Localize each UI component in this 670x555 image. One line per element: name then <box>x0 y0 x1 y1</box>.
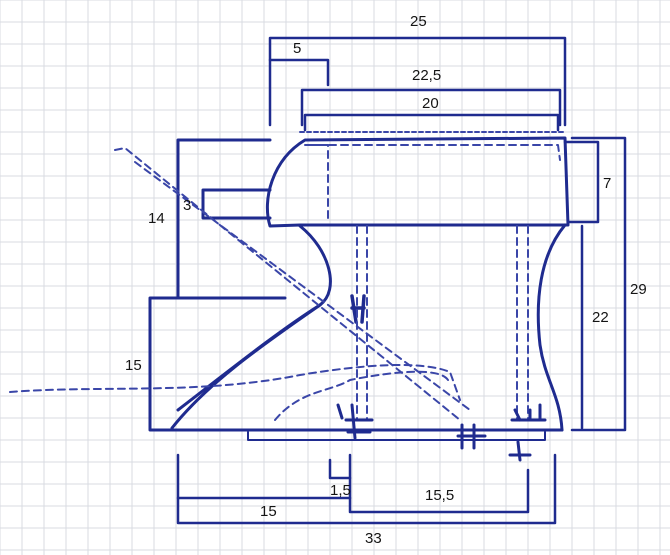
label-right-upper: 7 <box>603 175 611 192</box>
hidden-lines <box>9 131 566 421</box>
label-top-width: 25 <box>410 13 427 30</box>
tilted-arm-dash <box>114 147 471 421</box>
clamp-left <box>336 403 374 440</box>
label-arm-offset: 14 <box>148 210 165 227</box>
label-mid-width: 22,5 <box>412 67 441 84</box>
column-right-dash <box>516 225 529 421</box>
label-base-small: 1,5 <box>330 482 351 499</box>
dim-top-25 <box>268 36 567 127</box>
label-base-total: 33 <box>365 530 382 547</box>
column-left-dash <box>356 225 368 421</box>
label-right-lower: 22 <box>592 309 609 326</box>
clamp-right <box>508 403 547 462</box>
lower-sweep-dash <box>9 364 461 401</box>
top-inner-dash <box>304 144 561 223</box>
front-curve-inner <box>176 303 322 412</box>
dim-base-33 <box>176 453 557 525</box>
label-top-step: 5 <box>293 40 301 57</box>
arm-bracket <box>201 188 272 220</box>
label-right-total: 29 <box>630 281 647 298</box>
label-left-height: 15 <box>125 357 142 374</box>
left-frame <box>176 138 287 300</box>
inner-ramp-dash <box>274 370 449 421</box>
dimension-labels: 25 5 22,5 20 3 14 7 22 29 15 1,5 15,5 15… <box>125 13 647 547</box>
dim-inner-20 <box>303 113 560 132</box>
label-arm-inset: 3 <box>183 197 191 214</box>
clamp-mark <box>350 294 366 324</box>
dimension-lines <box>176 36 627 525</box>
dim-base-15-5 <box>348 453 530 514</box>
dim-right-7 <box>563 140 600 224</box>
dim-right-29 <box>570 136 627 432</box>
label-inner-width: 20 <box>422 95 439 112</box>
right-contour <box>536 223 567 432</box>
dim-base-1-5 <box>328 458 352 480</box>
base-rail <box>247 403 547 462</box>
part-outline <box>148 136 570 432</box>
label-base-mid: 15,5 <box>425 487 454 504</box>
dim-mid-22-5 <box>300 88 562 127</box>
dim-top-5 <box>268 58 330 87</box>
base-rail-outline <box>247 431 546 441</box>
top-cap-outline <box>265 136 570 228</box>
clamp-mid <box>456 423 487 450</box>
left-lower-frame <box>148 296 180 432</box>
label-base-left: 15 <box>260 503 277 520</box>
